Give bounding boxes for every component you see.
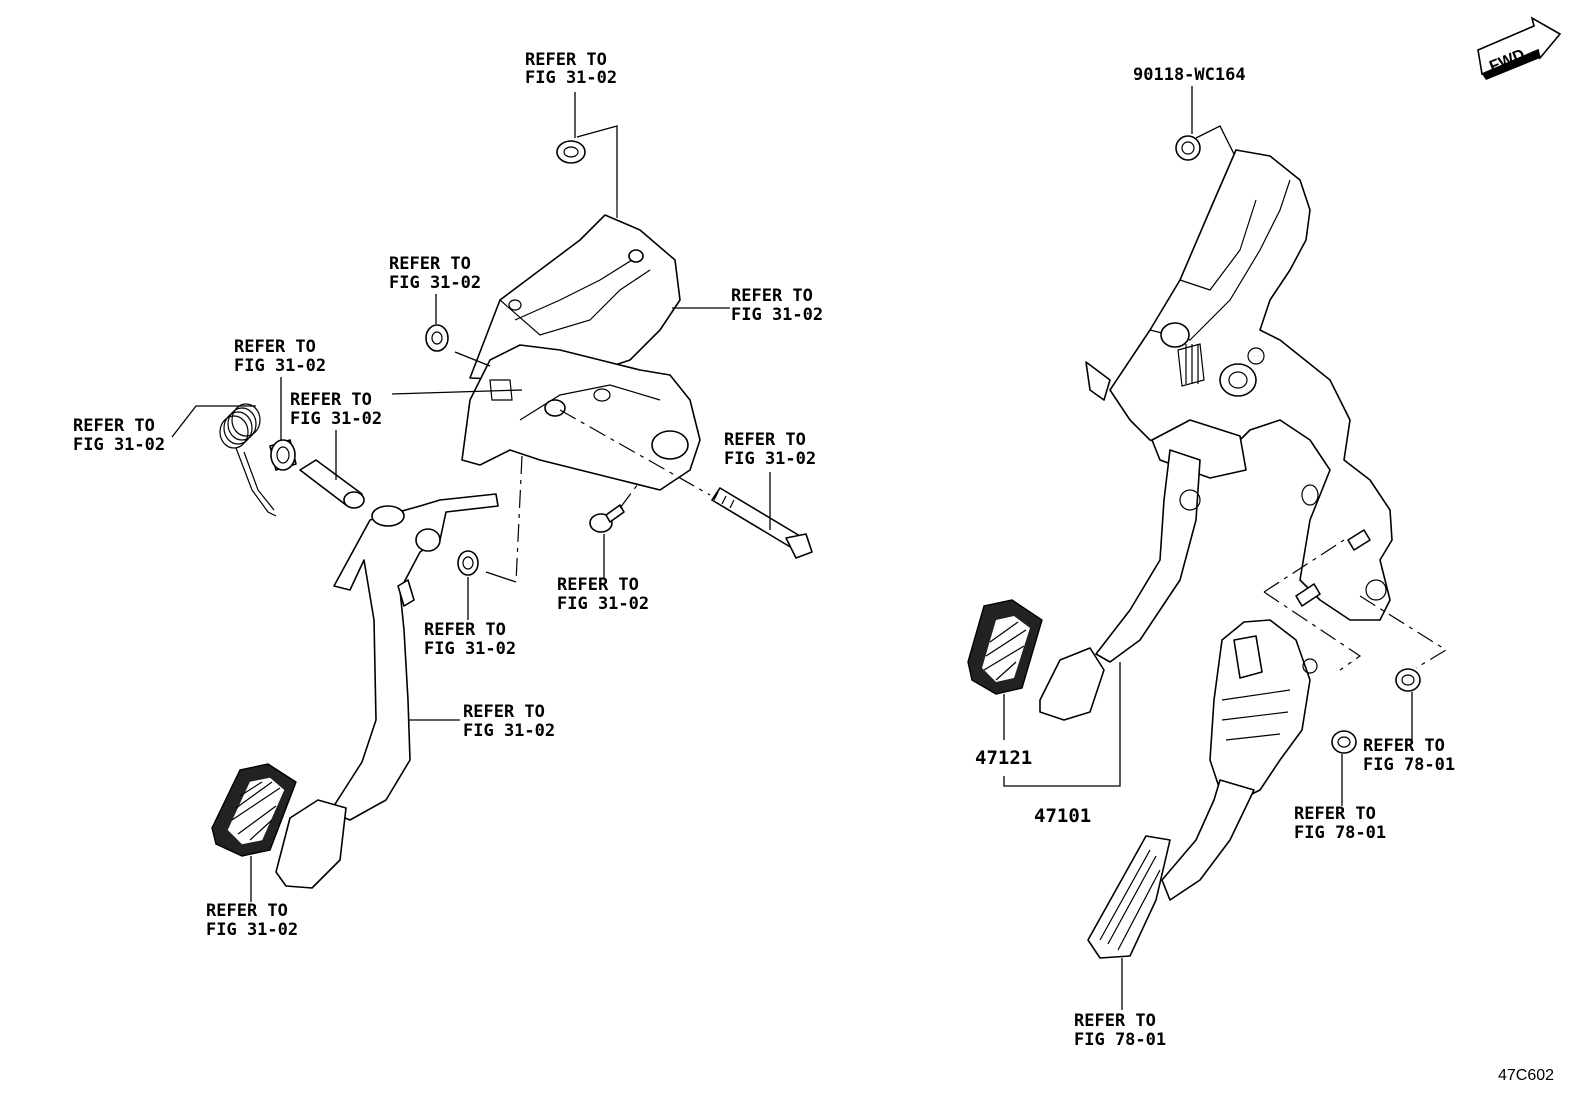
part-number-pad: 47121 (975, 747, 1032, 769)
svg-text:REFER TO: REFER TO (290, 390, 372, 410)
callout-2: REFER TO FIG 31-02 (731, 286, 823, 325)
callout-0: REFER TO FIG 31-02 (525, 50, 617, 88)
figure-code: 47C602 (1498, 1067, 1554, 1084)
svg-text:FIG 31-02: FIG 31-02 (557, 594, 649, 614)
svg-text:REFER TO: REFER TO (525, 50, 607, 70)
svg-text:REFER TO: REFER TO (234, 337, 316, 357)
pedal-arm-right (1039, 449, 1201, 721)
svg-text:REFER TO: REFER TO (1363, 736, 1445, 756)
callout-7: REFER TO FIG 31-02 (557, 575, 649, 614)
brake-pad-left (211, 763, 297, 857)
pedal-support-bracket (1085, 149, 1393, 621)
svg-text:FIG 31-02: FIG 31-02 (463, 721, 555, 741)
svg-text:FIG 31-02: FIG 31-02 (234, 356, 326, 376)
nut-lower-right-2 (1331, 730, 1357, 754)
svg-text:REFER TO: REFER TO (557, 575, 639, 595)
svg-text:REFER TO: REFER TO (463, 702, 545, 722)
pedal-bracket (461, 214, 701, 491)
brake-pedal-arm (275, 493, 499, 889)
svg-text:REFER TO: REFER TO (724, 430, 806, 450)
svg-text:REFER TO: REFER TO (389, 254, 471, 274)
callout-5: REFER TO FIG 31-02 (73, 416, 165, 455)
top-nut-right (1175, 135, 1201, 161)
svg-text:FIG 31-02: FIG 31-02 (724, 449, 816, 469)
clip (457, 550, 479, 576)
callout-9: REFER TO FIG 31-02 (463, 702, 555, 741)
svg-text:FIG 31-02: FIG 31-02 (525, 68, 617, 88)
callout-8: REFER TO FIG 31-02 (424, 620, 516, 659)
brake-pad-right (967, 599, 1043, 695)
mounting-studs (1295, 529, 1371, 607)
svg-text:FIG 78-01: FIG 78-01 (1363, 755, 1455, 775)
svg-text:REFER TO: REFER TO (731, 286, 813, 306)
svg-text:FIG 31-02: FIG 31-02 (73, 435, 165, 455)
callout-1: REFER TO FIG 31-02 (389, 254, 481, 293)
callout-10: REFER TO FIG 31-02 (206, 901, 298, 940)
svg-text:FIG 31-02: FIG 31-02 (389, 273, 481, 293)
pivot-bolt (711, 487, 813, 559)
svg-text:REFER TO: REFER TO (73, 416, 155, 436)
callout-13: REFER TO FIG 78-01 (1074, 1011, 1166, 1050)
callout-4: REFER TO FIG 31-02 (290, 390, 382, 429)
callout-6: REFER TO FIG 31-02 (724, 430, 816, 469)
fwd-arrow-icon: FWD (1477, 16, 1562, 80)
svg-text:FIG 78-01: FIG 78-01 (1294, 823, 1386, 843)
pivot-collar (299, 459, 365, 509)
callout-11: REFER TO FIG 78-01 (1363, 736, 1455, 775)
svg-text:FIG 31-02: FIG 31-02 (424, 639, 516, 659)
nut-lower-right-1 (1395, 668, 1421, 692)
svg-text:FIG 31-02: FIG 31-02 (206, 920, 298, 940)
svg-text:REFER TO: REFER TO (1294, 804, 1376, 824)
svg-text:FIG 78-01: FIG 78-01 (1074, 1030, 1166, 1050)
svg-text:REFER TO: REFER TO (206, 901, 288, 921)
svg-text:FIG 31-02: FIG 31-02 (290, 409, 382, 429)
bushing (269, 439, 297, 471)
screw-mid (589, 504, 625, 533)
callout-12: REFER TO FIG 78-01 (1294, 804, 1386, 843)
callout-3: REFER TO FIG 31-02 (234, 337, 326, 376)
svg-text:REFER TO: REFER TO (1074, 1011, 1156, 1031)
part-number-nut: 90118-WC164 (1133, 65, 1246, 85)
accelerator-pedal (1087, 619, 1318, 959)
svg-text:FIG 31-02: FIG 31-02 (731, 305, 823, 325)
return-spring (219, 403, 277, 517)
top-nut-left (556, 140, 586, 164)
svg-text:REFER TO: REFER TO (424, 620, 506, 640)
part-number-pedal-assy: 47101 (1034, 805, 1091, 827)
nut-mid-left (425, 324, 449, 352)
